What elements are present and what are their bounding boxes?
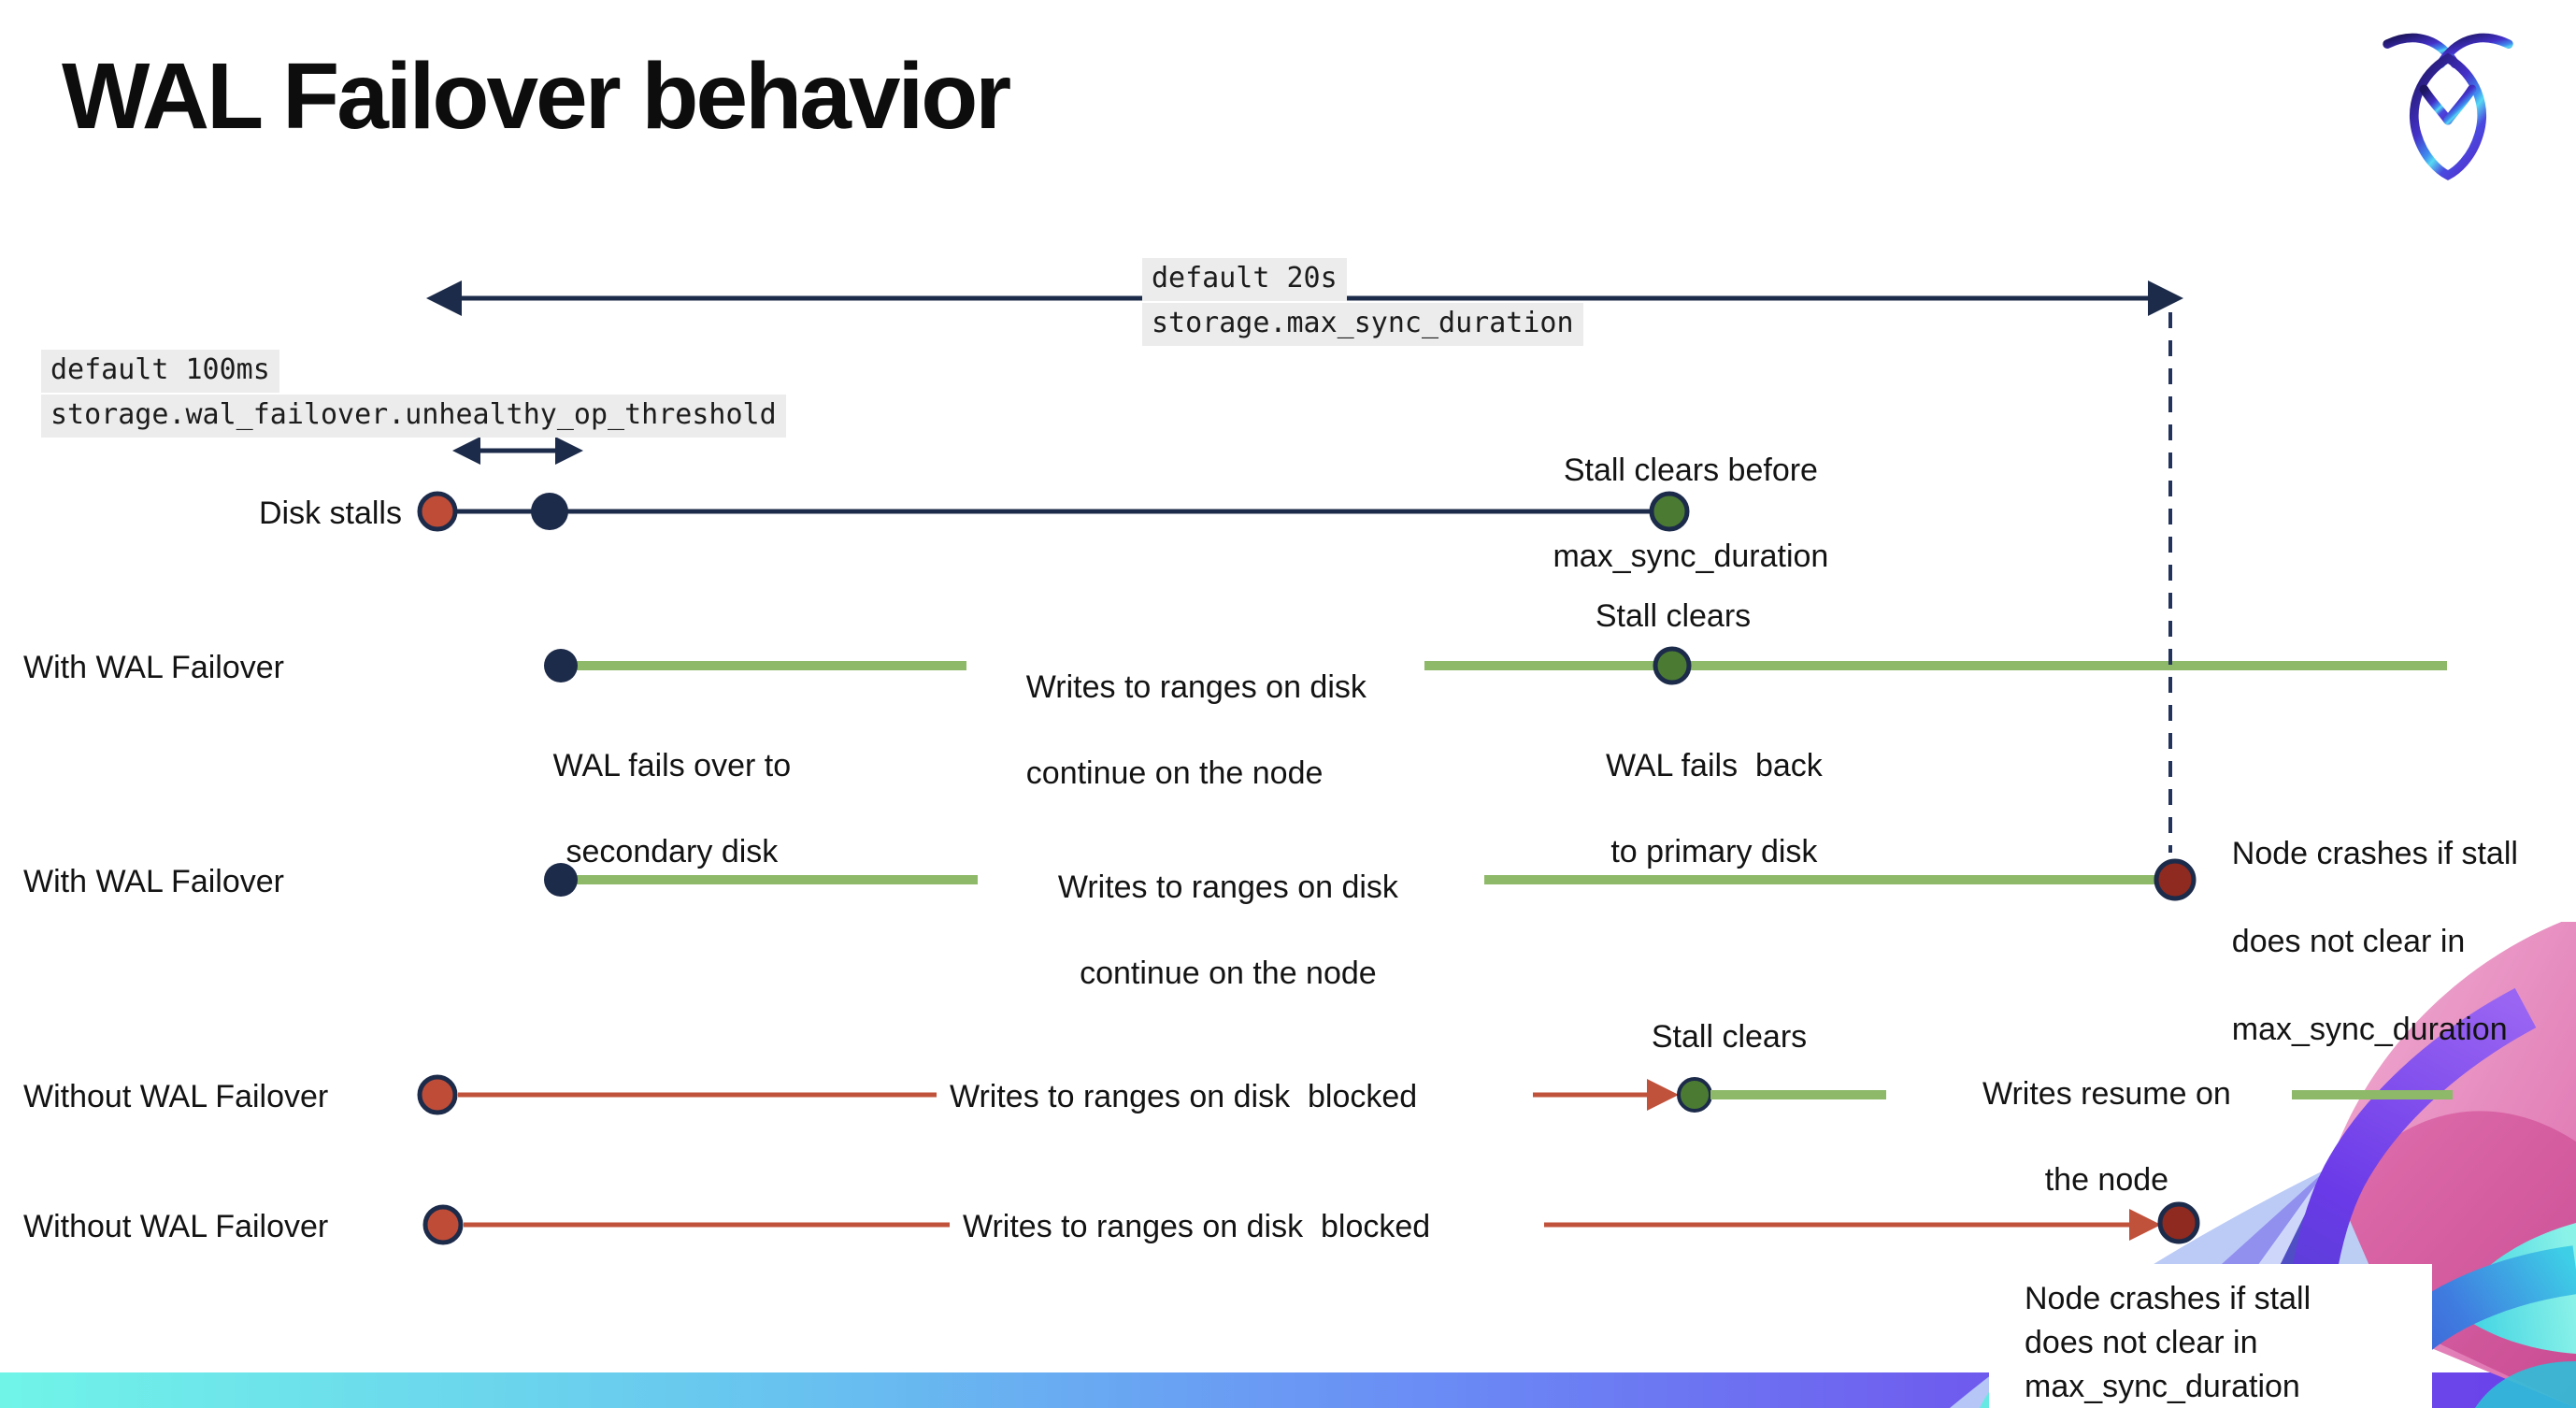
timeline-without-failover-clears bbox=[417, 1074, 2453, 1115]
row-label-without-wal-failover-1: Without WAL Failover bbox=[23, 1079, 329, 1114]
crash-dot bbox=[2154, 858, 2197, 901]
crash-dot bbox=[2157, 1201, 2200, 1244]
failover-dot bbox=[544, 863, 578, 897]
timeline-disk-stalls bbox=[417, 491, 1690, 532]
stall-start-dot bbox=[417, 491, 458, 532]
setting-name: storage.wal_failover.unhealthy_op_thresh… bbox=[41, 395, 786, 438]
row-label-with-wal-failover-2: With WAL Failover bbox=[23, 864, 284, 899]
annotation-writes-resume: Writes resume on the node bbox=[1982, 1076, 2231, 1198]
failover-dot bbox=[544, 649, 578, 682]
annotation-node-crashes-2: Node crashes if stall does not clear in … bbox=[2025, 1281, 2311, 1404]
arrowhead-right-icon bbox=[2148, 280, 2183, 316]
annotation-node-crashes-1: Node crashes if stall does not clear in … bbox=[2231, 836, 2518, 1047]
arrowhead-left-icon bbox=[426, 280, 462, 316]
setting-default-value: default 100ms bbox=[41, 350, 279, 393]
annotation-node-crashes-2-box: Node crashes if stall does not clear in … bbox=[1989, 1264, 2432, 1408]
row-label-without-wal-failover-2: Without WAL Failover bbox=[23, 1209, 329, 1244]
annotation-writes-blocked-1: Writes to ranges on disk blocked bbox=[950, 1079, 1418, 1114]
cockroach-logo-icon bbox=[2383, 33, 2513, 180]
threshold-arrow bbox=[452, 437, 583, 465]
annotation-stall-clears-2: Stall clears bbox=[1651, 1019, 1808, 1055]
row-label-with-wal-failover-1: With WAL Failover bbox=[23, 650, 284, 685]
annotation-stall-clears-before: Stall clears before max_sync_duration bbox=[1553, 453, 1829, 574]
threshold-dot bbox=[531, 493, 568, 530]
max-sync-duration-setting-label: default 20s storage.max_sync_duration bbox=[1142, 258, 1583, 348]
blocked-arrowhead-icon bbox=[1647, 1079, 1679, 1111]
page-title: WAL Failover behavior bbox=[62, 44, 1011, 149]
timeline-without-failover-crash bbox=[422, 1201, 2200, 1245]
annotation-writes-continue-1: Writes to ranges on disk continue on the… bbox=[1025, 669, 1367, 791]
blocked-arrowhead-icon bbox=[2129, 1209, 2161, 1241]
annotation-wal-fails-over: WAL fails over to secondary disk bbox=[552, 748, 792, 869]
annotation-writes-blocked-2: Writes to ranges on disk blocked bbox=[963, 1209, 1431, 1244]
timeline-with-failover-clears bbox=[544, 646, 2447, 685]
setting-name: storage.max_sync_duration bbox=[1142, 303, 1583, 346]
setting-default-value: default 20s bbox=[1142, 258, 1347, 301]
arrowhead-right-icon bbox=[555, 437, 583, 465]
stall-clears-dot bbox=[1653, 646, 1692, 685]
stall-start-dot bbox=[417, 1074, 458, 1115]
unhealthy-op-threshold-setting-label: default 100ms storage.wal_failover.unhea… bbox=[41, 350, 786, 439]
timeline-with-failover-crash bbox=[544, 858, 2197, 901]
row-label-disk-stalls: Disk stalls bbox=[258, 496, 402, 531]
annotation-writes-continue-2: Writes to ranges on disk continue on the… bbox=[1057, 869, 1398, 991]
stall-clears-dot bbox=[1677, 1077, 1712, 1113]
annotation-wal-fails-back: WAL fails back to primary disk bbox=[1606, 748, 1823, 869]
arrowhead-left-icon bbox=[452, 437, 480, 465]
stall-clears-dot bbox=[1649, 491, 1690, 532]
stall-start-dot bbox=[422, 1204, 464, 1245]
annotation-stall-clears-1: Stall clears bbox=[1595, 598, 1752, 634]
